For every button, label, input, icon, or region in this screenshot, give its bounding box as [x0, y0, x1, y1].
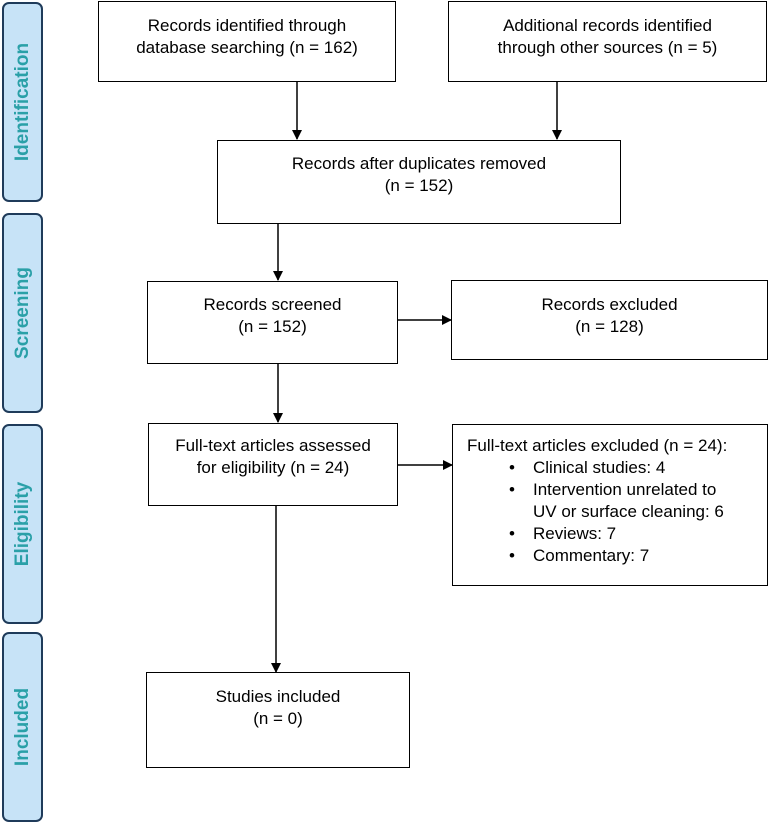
exclusion-reason-item: Reviews: 7 — [467, 523, 767, 545]
exclusion-reason-item: Commentary: 7 — [467, 545, 767, 567]
fulltext-assessed-box: Full-text articles assessed for eligibil… — [148, 423, 398, 506]
fulltext-excluded-box: Full-text articles excluded (n = 24): Cl… — [452, 424, 768, 586]
records-excluded-box: Records excluded (n = 128) — [451, 280, 768, 360]
stage-identification: Identification — [2, 2, 43, 202]
box-line: database searching (n = 162) — [136, 38, 358, 57]
reason-line: Commentary: 7 — [533, 546, 650, 565]
reason-line: Reviews: 7 — [533, 524, 617, 543]
stage-screening: Screening — [2, 213, 43, 413]
box-line: (n = 152) — [238, 317, 307, 336]
box-line: (n = 0) — [253, 709, 303, 728]
duplicates-removed-box: Records after duplicates removed (n = 15… — [217, 140, 621, 224]
records-screened-box: Records screened (n = 152) — [147, 281, 398, 364]
studies-included-box: Studies included (n = 0) — [146, 672, 410, 768]
box-line: through other sources (n = 5) — [497, 38, 718, 57]
exclusion-reason-item: Intervention unrelated to UV or surface … — [467, 479, 767, 523]
stage-included: Included — [2, 632, 43, 822]
box-line: Full-text articles assessed — [175, 436, 371, 455]
box-line: Records after duplicates removed — [291, 154, 547, 173]
box-line: for eligibility (n = 24) — [196, 458, 350, 477]
stage-eligibility: Eligibility — [2, 424, 43, 624]
box-line: Records excluded — [541, 295, 678, 314]
reason-line: Intervention unrelated to — [533, 480, 717, 499]
exclusion-reasons-list: Clinical studies: 4 Intervention unrelat… — [467, 457, 767, 567]
reason-line: Clinical studies: 4 — [533, 458, 666, 477]
reason-line: UV or surface cleaning: 6 — [533, 502, 724, 521]
box-line: Studies included — [215, 687, 341, 706]
box-line: Additional records identified — [503, 16, 712, 35]
box-line: (n = 152) — [384, 176, 454, 195]
box-line: (n = 128) — [575, 317, 644, 336]
exclusion-reason-item: Clinical studies: 4 — [467, 457, 767, 479]
box-title: Full-text articles excluded (n = 24): — [467, 436, 728, 455]
records-database-box: Records identified through database sear… — [98, 1, 396, 82]
records-other-sources-box: Additional records identified through ot… — [448, 1, 767, 82]
box-line: Records identified through — [147, 16, 347, 35]
box-line: Records screened — [203, 295, 342, 314]
